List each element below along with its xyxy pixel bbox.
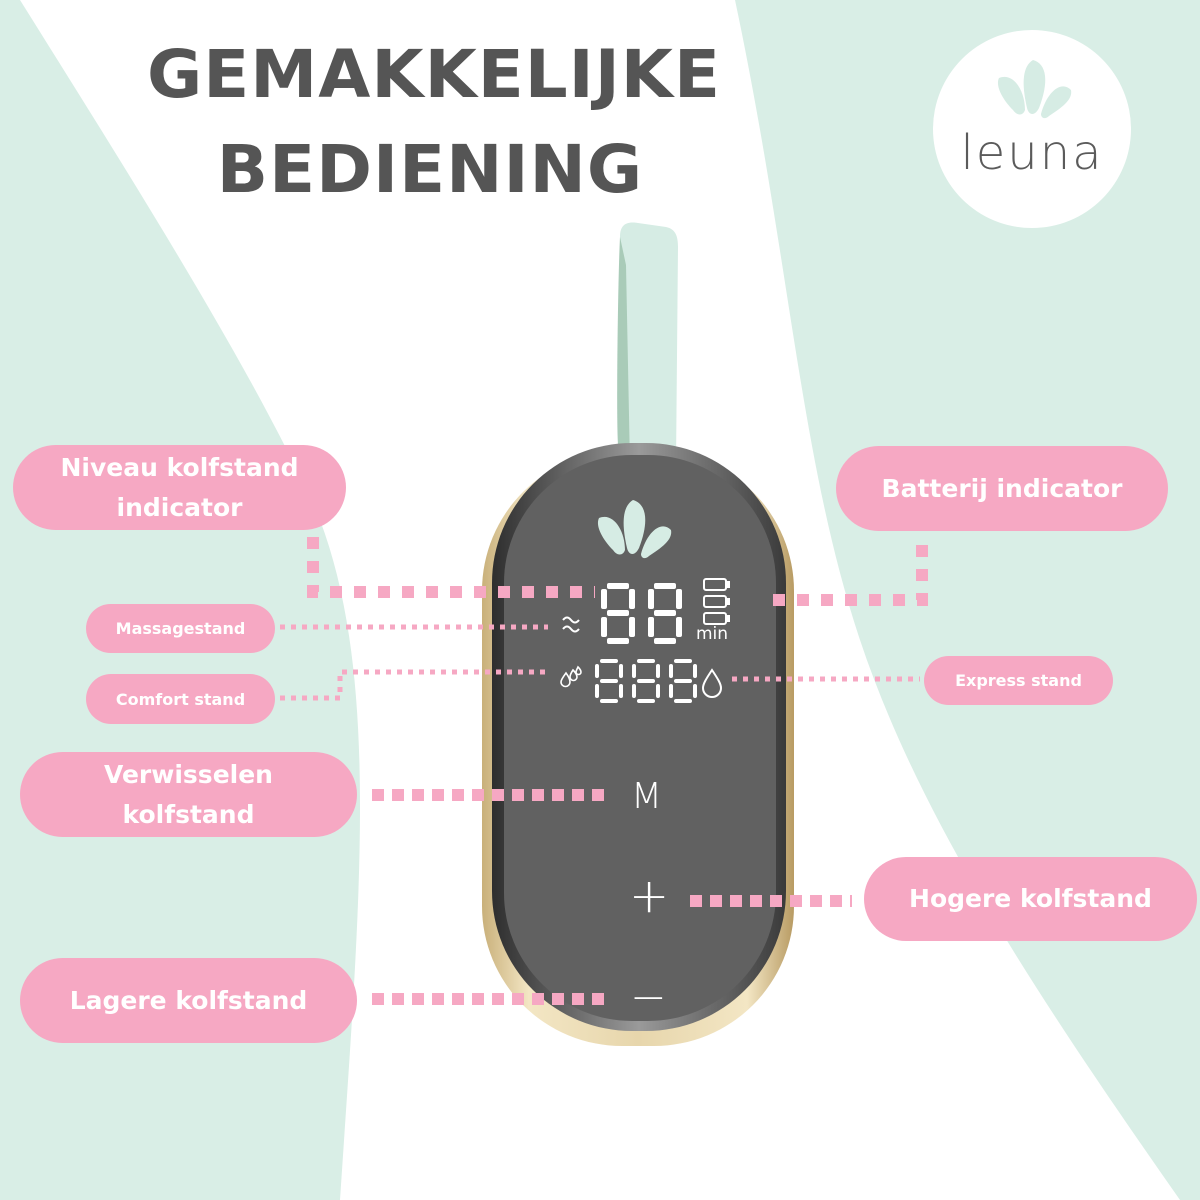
mode-button[interactable]: M [631, 776, 663, 817]
callout-comfort-stand: Comfort stand [86, 674, 275, 724]
page-title-line-1: GEMAKKELIJKE [146, 36, 722, 113]
massage-wave-icon [562, 616, 580, 633]
strap [617, 222, 678, 465]
plus-button[interactable]: + [629, 868, 670, 924]
page-title-line-2: BEDIENING [216, 131, 644, 208]
express-droplet-icon [701, 668, 723, 698]
comfort-droplets-icon [560, 665, 582, 688]
droplet-splash-icon [997, 60, 1072, 119]
callout-verwisselen-kolfstand: Verwisselen kolfstand [20, 752, 357, 837]
level-display [595, 659, 697, 703]
callout-massagestand: Massagestand [86, 604, 275, 653]
callout-express-stand: Express stand [924, 656, 1113, 705]
callout-hogere-kolfstand: Hogere kolfstand [864, 857, 1197, 941]
callout-niveau-line-1: Niveau kolfstand [60, 452, 299, 482]
minus-button[interactable]: − [630, 972, 667, 1023]
callout-verwisselen-line-1: Verwisselen [104, 759, 273, 789]
callout-niveau-kolfstand: Niveau kolfstand indicator [13, 445, 346, 530]
screen-splash-icon [597, 500, 672, 559]
brand-logo: leuna [933, 30, 1131, 228]
callout-batterij: Batterij indicator [836, 446, 1168, 531]
brand-name: leuna [960, 125, 1104, 181]
timer-unit-label: min [696, 624, 729, 644]
timer-display [601, 583, 682, 644]
battery-icons [703, 578, 730, 625]
callout-niveau-line-2: indicator [116, 492, 243, 522]
callout-verwisselen-line-2: kolfstand [122, 799, 255, 829]
callout-lagere-kolfstand: Lagere kolfstand [20, 958, 357, 1043]
